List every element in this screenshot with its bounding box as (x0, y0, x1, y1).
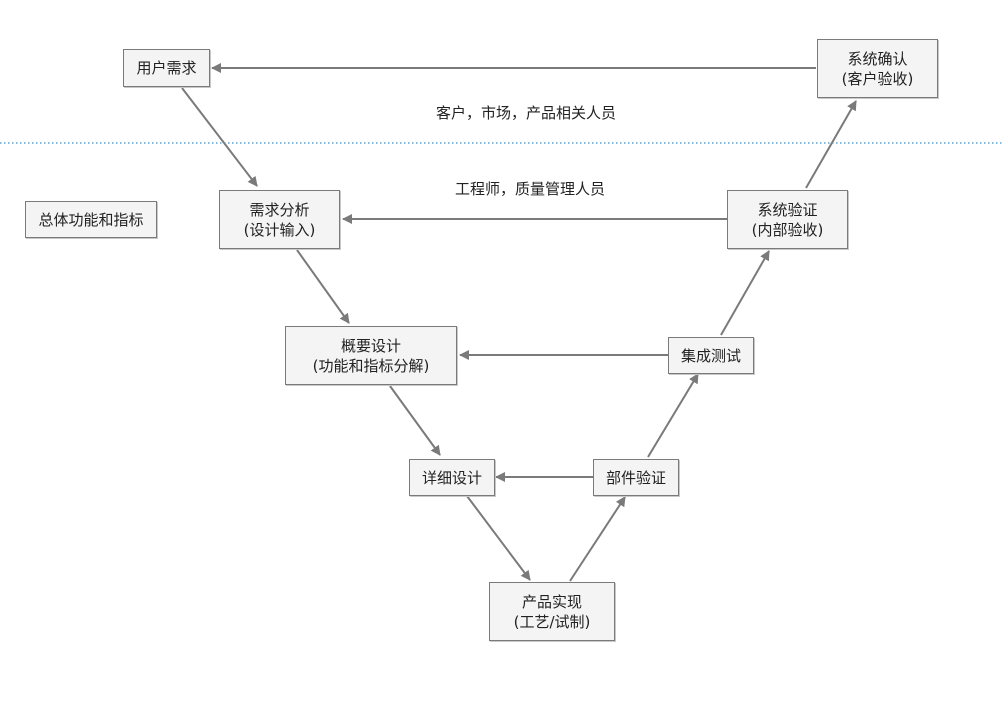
node-system-confirmation-label: 系统确认 (847, 49, 908, 68)
node-preliminary-design-label: 概要设计 (340, 336, 401, 355)
node-detailed-design-label: 详细设计 (421, 468, 482, 487)
node-requirements-analysis-sublabel: (设计输入) (243, 220, 316, 239)
node-system-confirmation: 系统确认 (客户验收) (817, 39, 938, 98)
node-integration-test-label: 集成测试 (680, 346, 741, 365)
node-component-verification: 部件验证 (593, 459, 679, 496)
node-overall-functions: 总体功能和指标 (25, 201, 157, 238)
arrow-prelim-design-to-detail-design (389, 385, 441, 456)
node-integration-test: 集成测试 (668, 337, 754, 374)
node-user-requirements-label: 用户需求 (136, 59, 197, 77)
node-product-implementation-sublabel: (工艺/试制) (513, 612, 591, 631)
node-requirements-analysis-label: 需求分析 (249, 200, 310, 219)
arrow-integration-test-to-system-verify (720, 250, 770, 336)
arrow-product-impl-to-component-verify (569, 496, 626, 582)
node-component-verification-label: 部件验证 (605, 468, 666, 487)
node-product-implementation: 产品实现 (工艺/试制) (489, 582, 615, 641)
node-overall-functions-label: 总体功能和指标 (38, 210, 144, 229)
node-system-verification-label: 系统验证 (757, 200, 818, 219)
node-preliminary-design-sublabel: (功能和指标分解) (312, 356, 430, 375)
node-system-verification-sublabel: (内部验收) (751, 220, 824, 239)
node-system-verification: 系统验证 (内部验收) (727, 190, 848, 249)
node-requirements-analysis: 需求分析 (设计输入) (219, 190, 340, 249)
arrow-user-req-to-req-analysis (181, 87, 258, 187)
node-product-implementation-label: 产品实现 (521, 592, 582, 611)
caption-customer-side: 客户，市场，产品相关人员 (436, 104, 617, 122)
arrow-component-verify-to-integration-test (647, 373, 699, 458)
node-system-confirmation-sublabel: (客户验收) (841, 69, 914, 88)
node-user-requirements: 用户需求 (123, 49, 210, 87)
caption-engineer-side: 工程师，质量管理人员 (455, 180, 606, 198)
arrow-detail-design-to-product-impl (466, 495, 531, 581)
arrow-system-verify-to-system-confirm (805, 100, 857, 189)
node-detailed-design: 详细设计 (409, 459, 495, 496)
arrow-req-analysis-to-prelim-design (296, 249, 350, 324)
node-preliminary-design: 概要设计 (功能和指标分解) (285, 326, 457, 385)
